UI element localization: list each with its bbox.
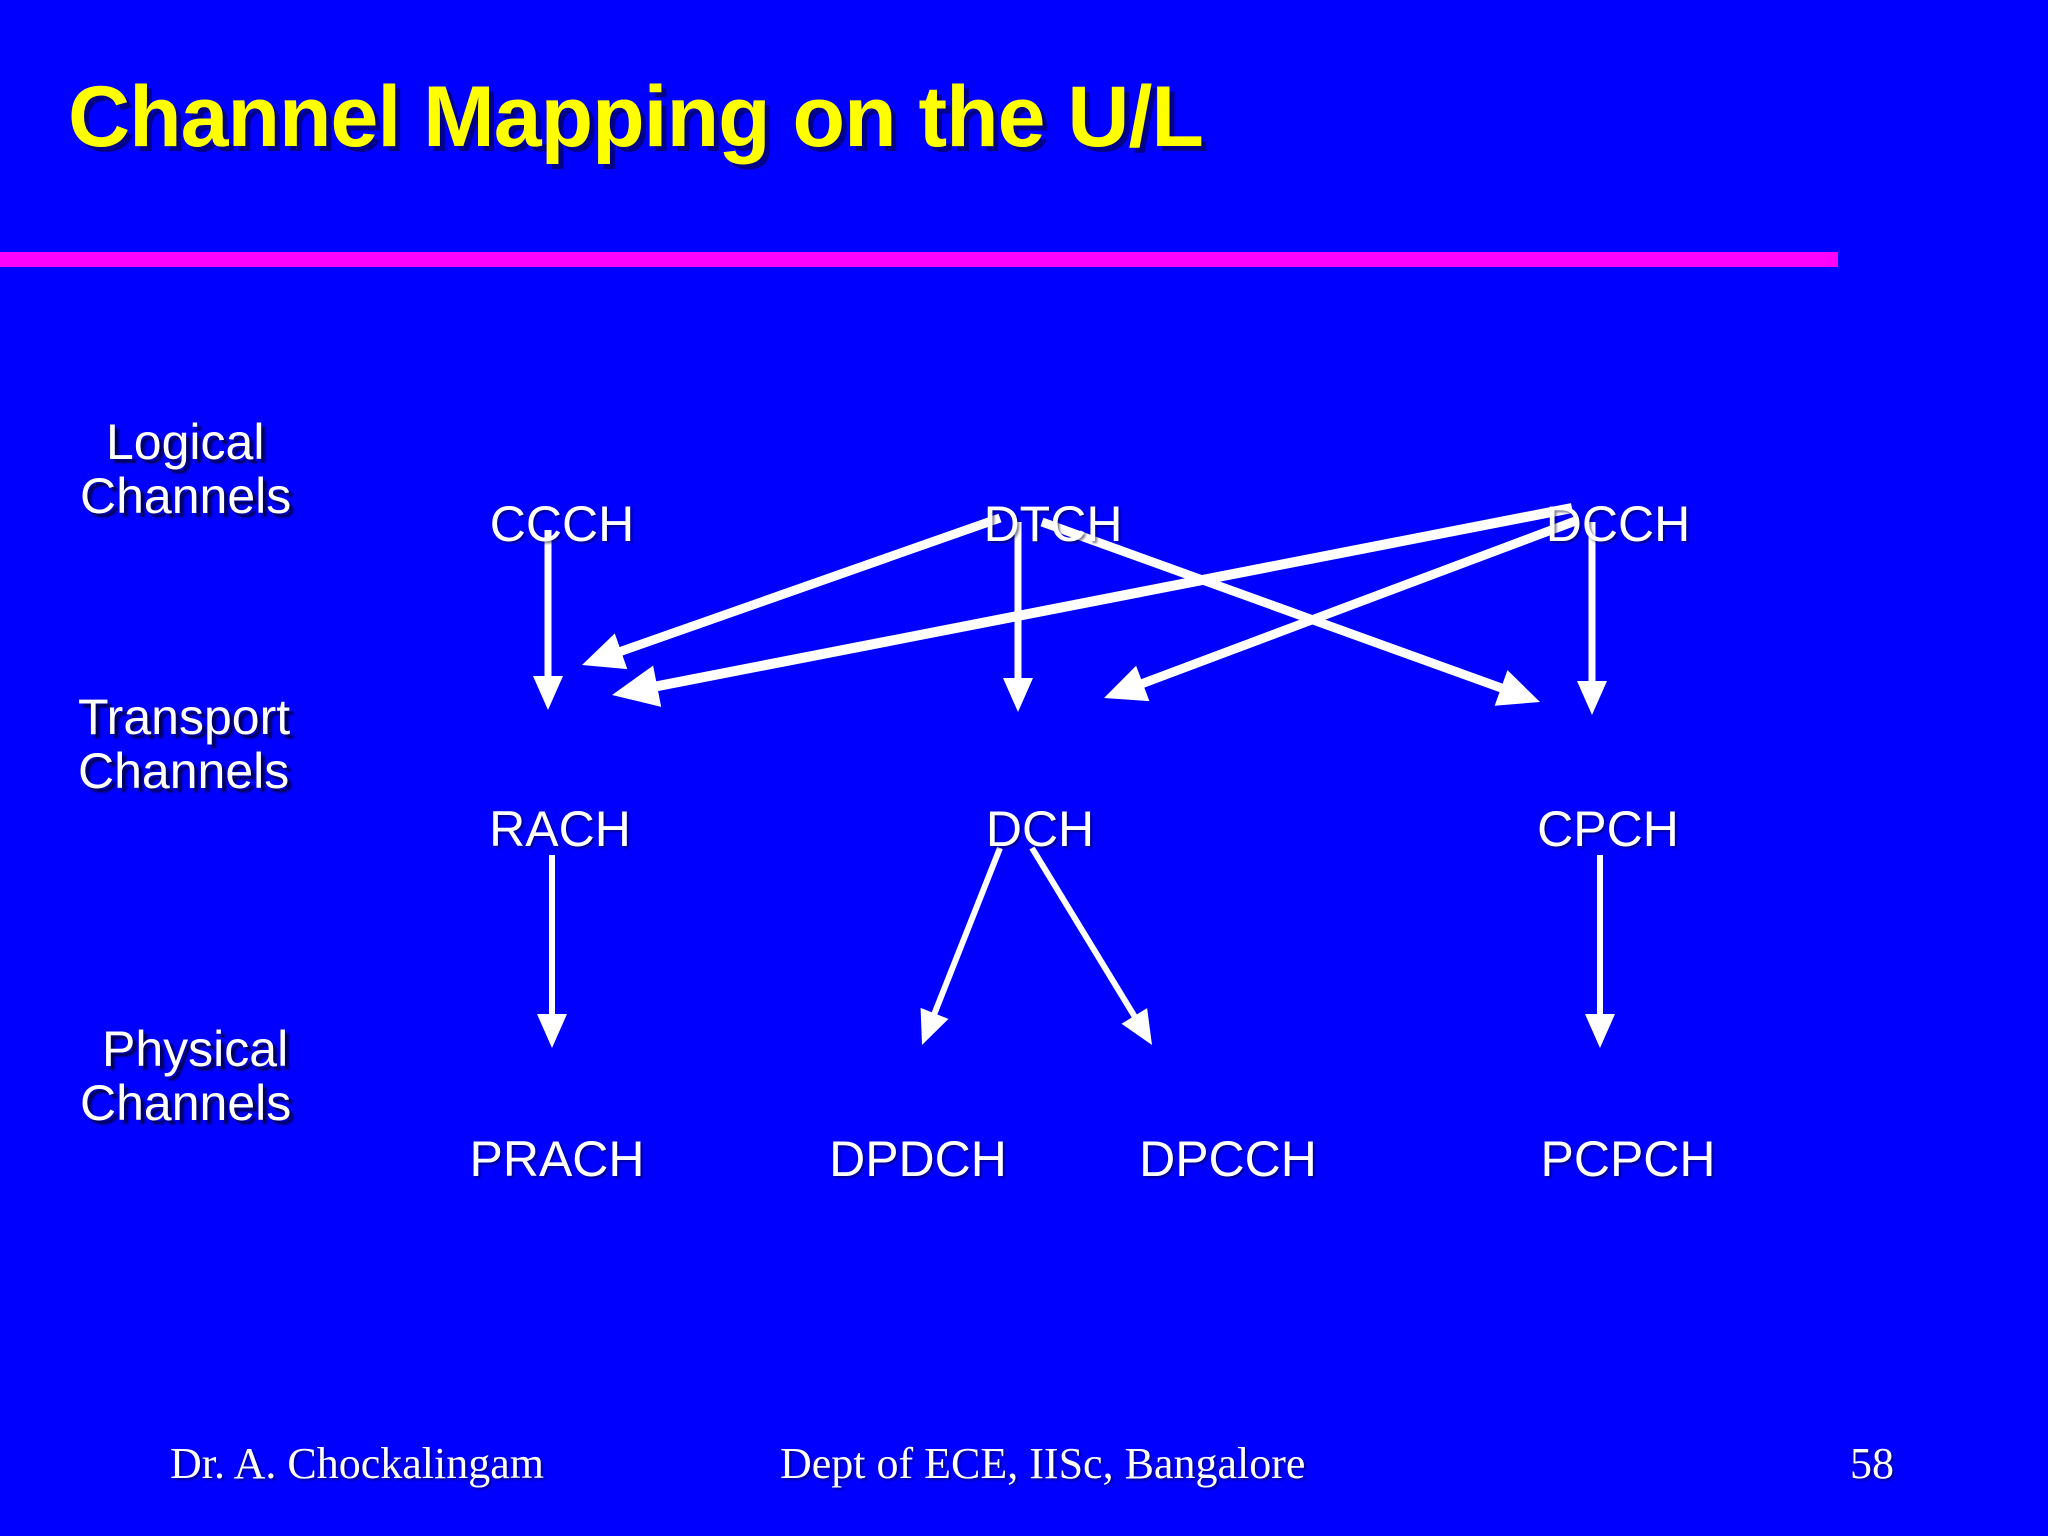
arrow-head xyxy=(1585,1014,1615,1048)
row-label-transport-line2: Channels xyxy=(78,743,290,799)
arrow-dtch-to-rach xyxy=(582,513,1002,670)
arrow-dch-to-dpcch xyxy=(1029,846,1152,1045)
arrow-dch-to-dpdch xyxy=(920,846,1003,1045)
arrow-dcch-to-cpch xyxy=(1577,522,1607,715)
row-label-transport-line1: Transport xyxy=(78,689,291,745)
arrow-head xyxy=(920,1007,949,1045)
channel-node-pcpch: PCPCH xyxy=(1540,1131,1716,1187)
arrow-shaft xyxy=(1135,515,1580,690)
row-label-logical-line2: Channels xyxy=(80,468,292,524)
row-label-transport: Transport Channels xyxy=(78,690,290,798)
arrow-dtch-to-cpch xyxy=(1040,517,1540,706)
title-divider xyxy=(0,252,1838,267)
channel-node-cpch: CPCH xyxy=(1537,801,1679,857)
arrow-head xyxy=(1003,678,1033,712)
arrow-head xyxy=(612,665,662,707)
arrow-shaft xyxy=(1029,846,1140,1022)
arrow-dcch-to-dch xyxy=(1104,515,1580,702)
channel-node-dtch: DTCH xyxy=(983,496,1123,552)
channel-node-rach: RACH xyxy=(489,801,631,857)
channel-node-dch: DCH xyxy=(985,801,1095,857)
channel-node-dcch: DCCH xyxy=(1545,496,1691,552)
channel-node-dpcch: DPCCH xyxy=(1139,1131,1317,1187)
arrow-head xyxy=(1104,665,1150,702)
arrow-head xyxy=(1494,670,1540,706)
row-label-logical-line1: Logical xyxy=(106,414,265,470)
row-label-physical: Physical Channels xyxy=(80,1022,291,1130)
arrow-rach-to-prach xyxy=(537,855,567,1048)
arrow-shaft xyxy=(649,503,1573,693)
footer-page-number: 58 xyxy=(1850,1439,1894,1488)
arrow-dtch-to-dch xyxy=(1003,522,1033,712)
arrow-dcch-to-rach xyxy=(612,503,1573,707)
row-label-physical-line1: Physical xyxy=(102,1021,289,1077)
channel-node-prach: PRACH xyxy=(469,1131,645,1187)
arrow-head xyxy=(1577,681,1607,715)
footer-affiliation: Dept of ECE, IISc, Bangalore xyxy=(780,1439,1306,1488)
channel-node-ccch: CCCH xyxy=(489,496,635,552)
arrow-head xyxy=(533,676,563,710)
row-label-logical: Logical Channels xyxy=(80,415,291,523)
arrow-shaft xyxy=(613,513,1002,658)
arrow-head xyxy=(1121,1008,1152,1045)
arrow-shaft xyxy=(929,846,1003,1020)
arrow-head xyxy=(537,1014,567,1048)
row-label-physical-line2: Channels xyxy=(80,1075,292,1131)
arrow-head xyxy=(582,633,628,670)
page-title: Channel Mapping on the U/L xyxy=(68,69,1204,165)
channel-node-dpdch: DPDCH xyxy=(829,1131,1007,1187)
footer-author: Dr. A. Chockalingam xyxy=(170,1439,544,1488)
arrow-ccch-to-rach xyxy=(533,530,563,710)
arrow-cpch-to-pcpch xyxy=(1585,855,1615,1048)
arrow-shaft xyxy=(1040,517,1509,695)
